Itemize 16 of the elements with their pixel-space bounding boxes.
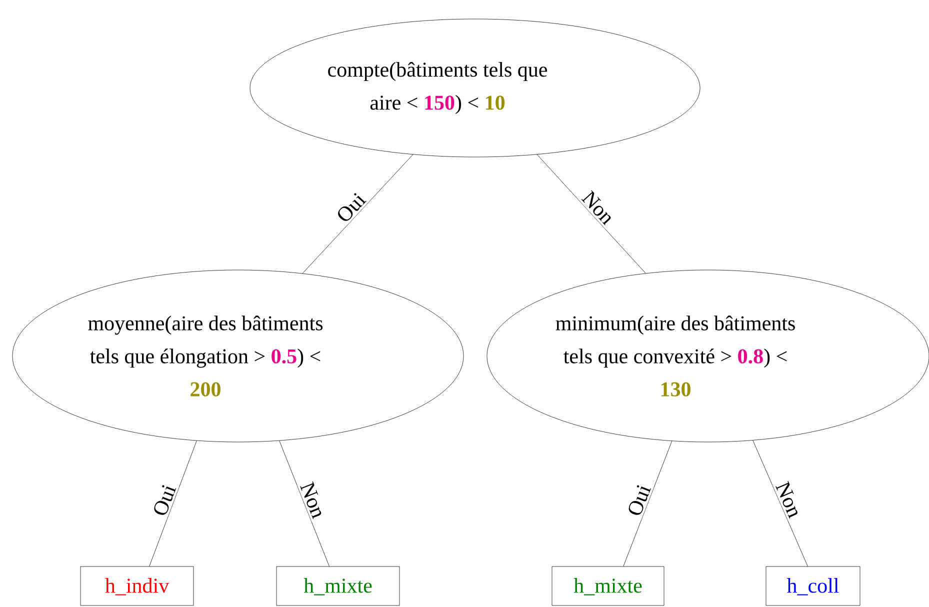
connector-line <box>302 154 414 274</box>
connector-line <box>752 440 808 566</box>
edge-label: Oui <box>154 485 176 515</box>
connector-line <box>149 440 197 566</box>
leaf-box: h_mixte <box>276 566 400 606</box>
edge-label: Non <box>300 481 322 520</box>
edge-label: Oui <box>628 485 651 515</box>
leaf-box: h_indiv <box>80 566 194 606</box>
leaf-box: h_mixte <box>552 566 664 606</box>
connector-line <box>536 154 646 274</box>
leaf-box: h_coll <box>766 566 860 606</box>
edge-label: Oui <box>338 193 366 221</box>
edge-label: Non <box>776 480 798 519</box>
edge-label: Non <box>581 190 611 226</box>
connector-line <box>623 440 672 566</box>
connector-line <box>279 440 330 566</box>
